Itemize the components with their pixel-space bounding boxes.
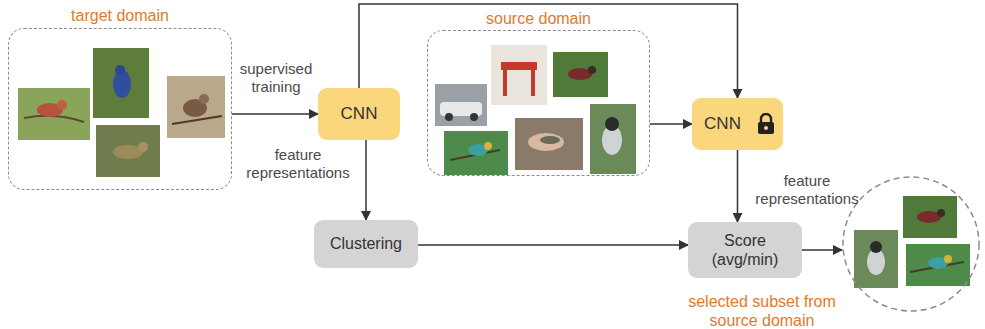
object-photo [491, 45, 547, 105]
bird-photo [590, 104, 636, 174]
edge-label: supervised training [234, 60, 318, 96]
edge-label: feature representations [745, 172, 869, 208]
box-label: CNN [335, 104, 384, 124]
bird-photo [906, 244, 970, 286]
domain-region: target domain [8, 28, 232, 190]
bird-photo [553, 52, 608, 97]
bird-photo [854, 230, 898, 288]
region-heading: source domain [428, 9, 649, 28]
process-box: Clustering [314, 220, 418, 268]
domain-region: source domain [427, 30, 650, 176]
bird-photo [96, 125, 160, 177]
bird-photo [93, 48, 149, 118]
box-label: Score (avg/min) [688, 231, 802, 269]
flow-arrow [737, 150, 739, 222]
circle-outline [842, 176, 980, 312]
box-label: CNN [698, 114, 747, 134]
hand-photo [515, 118, 583, 170]
subset-circle: selected subset from source domain [842, 176, 980, 312]
box-label: Clustering [324, 234, 408, 253]
flow-arrow [365, 140, 367, 220]
car-photo [435, 84, 487, 126]
bird-photo [167, 76, 225, 138]
subset-caption: selected subset from source domain [678, 292, 846, 329]
flow-arrow [802, 249, 842, 251]
bird-photo [903, 196, 957, 238]
bird-photo [18, 88, 90, 140]
flow-arrow [418, 244, 688, 246]
region-heading: target domain [9, 6, 231, 25]
bird-photo [444, 131, 508, 175]
flow-arrow [232, 113, 318, 115]
flow-arrow [650, 123, 692, 125]
edge-label: feature representations [240, 146, 356, 182]
lock-icon [757, 113, 775, 135]
cnn-box: CNN [318, 88, 400, 140]
process-box: Score (avg/min) [688, 222, 802, 278]
flow-arrow [359, 4, 738, 98]
